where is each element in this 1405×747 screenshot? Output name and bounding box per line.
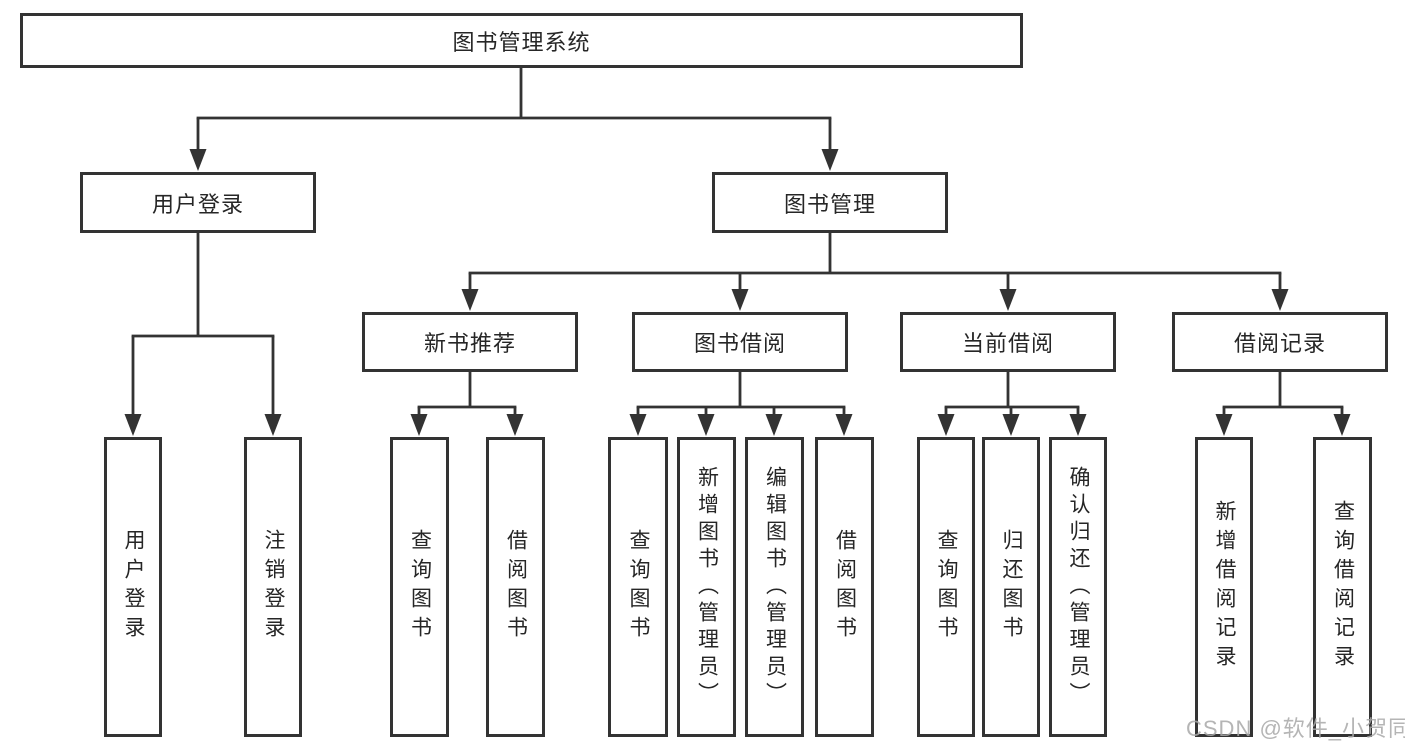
arrowhead-icon xyxy=(124,414,142,436)
leaf-records-query-borrow-record: 查询借阅记录 xyxy=(1313,437,1372,737)
arrowhead-icon xyxy=(765,414,783,436)
arrowhead-icon xyxy=(937,414,955,436)
arrowhead-icon xyxy=(697,414,715,436)
leaf-borrowing-edit-book-admin: 编辑图书（管理员） xyxy=(745,437,804,737)
node-book-management: 图书管理 xyxy=(712,172,948,233)
arrowhead-icon xyxy=(731,289,749,311)
arrowhead-icon xyxy=(629,414,647,436)
leaf-current-confirm-return-admin: 确认归还（管理员） xyxy=(1049,437,1107,737)
leaf-borrowing-add-book-admin: 新增图书（管理员） xyxy=(677,437,736,737)
leaf-borrowing-query-book: 查询图书 xyxy=(608,437,668,737)
node-borrowing-records: 借阅记录 xyxy=(1172,312,1388,372)
leaf-newbook-query-book: 查询图书 xyxy=(390,437,449,737)
node-user-login: 用户登录 xyxy=(80,172,316,233)
arrowhead-icon xyxy=(461,289,479,311)
arrowhead-icon xyxy=(264,414,282,436)
node-book-borrowing: 图书借阅 xyxy=(632,312,848,372)
arrowhead-icon xyxy=(410,414,428,436)
leaf-current-query-book: 查询图书 xyxy=(917,437,975,737)
leaf-current-return-book: 归还图书 xyxy=(982,437,1040,737)
csdn-watermark: CSDN @软件_小贺同学 xyxy=(1186,716,1405,741)
arrowhead-icon xyxy=(999,289,1017,311)
leaf-borrowing-borrow-book: 借阅图书 xyxy=(815,437,874,737)
node-new-book-recommendation: 新书推荐 xyxy=(362,312,578,372)
arrowhead-icon xyxy=(1271,289,1289,311)
leaf-logout: 注销登录 xyxy=(244,437,302,737)
leaf-records-add-borrow-record: 新增借阅记录 xyxy=(1195,437,1253,737)
arrowhead-icon xyxy=(1069,414,1087,436)
arrowhead-icon xyxy=(1215,414,1233,436)
arrowhead-icon xyxy=(1333,414,1351,436)
leaf-user-login: 用户登录 xyxy=(104,437,162,737)
leaf-newbook-borrow-book: 借阅图书 xyxy=(486,437,545,737)
arrowhead-icon xyxy=(189,149,207,171)
arrowhead-icon xyxy=(1002,414,1020,436)
arrowhead-icon xyxy=(506,414,524,436)
node-root-library-management-system: 图书管理系统 xyxy=(20,13,1023,68)
arrowhead-icon xyxy=(821,149,839,171)
arrowhead-icon xyxy=(835,414,853,436)
node-current-borrowing: 当前借阅 xyxy=(900,312,1116,372)
